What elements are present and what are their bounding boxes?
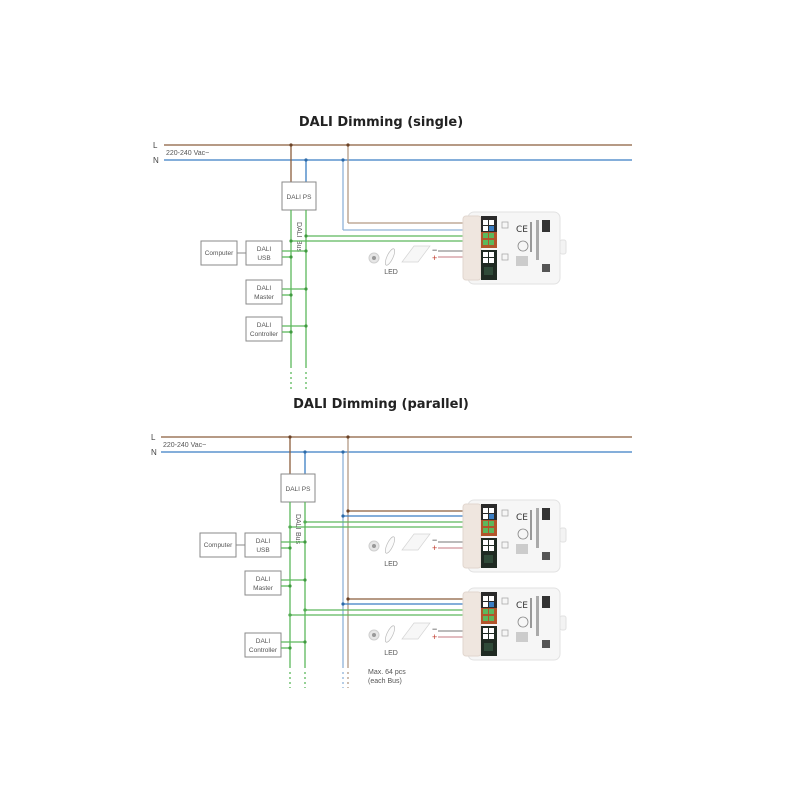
max-note-line-1: Max. 64 pcs: [368, 669, 406, 676]
dali-master-label-2: Master: [254, 294, 275, 301]
neutral-label: N: [151, 448, 157, 457]
live-label: L: [153, 141, 158, 150]
diagram-parallel: DALI Dimming (parallel) L N 220-240 Vac~…: [151, 397, 632, 688]
dali-usb-box: [245, 240, 283, 266]
dali-master-box: [245, 279, 283, 305]
minus-sign: −: [432, 535, 437, 545]
dali-usb-label-1: DALI: [257, 246, 272, 253]
led-icons: [368, 245, 431, 267]
voltage-label: 220-240 Vac~: [163, 442, 206, 449]
diagram-title: DALI Dimming (single): [299, 115, 463, 130]
plus-sign: +: [432, 632, 437, 642]
diagram-single: DALI Dimming (single) L N 220-240 Vac~ D…: [153, 115, 632, 390]
computer-box: [200, 240, 238, 266]
dali-master-box: [244, 570, 282, 596]
bus-label-dali: DALI: [294, 514, 301, 530]
led-icons-2: [368, 622, 431, 644]
dali-master-label-2: Master: [253, 585, 274, 592]
voltage-label: 220-240 Vac~: [166, 150, 209, 157]
dali-controller-label-1: DALI: [256, 638, 271, 645]
plus-sign: +: [432, 253, 437, 263]
bus-label-dali: DALI: [295, 222, 302, 238]
dali-controller-label-2: Controller: [250, 331, 279, 338]
dali-ps-box: [281, 181, 317, 211]
dali-usb-box: [244, 532, 282, 558]
bus-label-bus: Bus: [294, 532, 301, 545]
dali-ps-box: [280, 473, 316, 503]
dali-usb-label-1: DALI: [256, 538, 271, 545]
led-driver-device-2: [462, 587, 567, 661]
dali-ps-label: DALI PS: [287, 194, 313, 201]
dali-usb-label-2: USB: [257, 255, 270, 262]
led-driver-device-1: [462, 499, 567, 573]
dali-controller-box: [244, 632, 282, 658]
dali-usb-label-2: USB: [256, 547, 269, 554]
live-label: L: [151, 433, 156, 442]
max-note-line-2: (each Bus): [368, 678, 402, 685]
neutral-label: N: [153, 156, 159, 165]
dali-controller-label-2: Controller: [249, 647, 278, 654]
dali-controller-label-1: DALI: [257, 322, 272, 329]
minus-sign: −: [432, 245, 437, 255]
led-label: LED: [384, 269, 398, 276]
led-driver-device: [462, 211, 567, 285]
computer-label: Computer: [204, 542, 233, 549]
computer-label: Computer: [205, 250, 234, 257]
dali-controller-box: [245, 316, 283, 342]
minus-sign: −: [432, 624, 437, 634]
bus-label-bus: Bus: [295, 240, 302, 253]
led-icons-1: [368, 533, 431, 555]
diagram-title: DALI Dimming (parallel): [293, 397, 469, 412]
dali-master-label-1: DALI: [257, 285, 272, 292]
plus-sign: +: [432, 543, 437, 553]
led-label-2: LED: [384, 650, 398, 657]
led-label-1: LED: [384, 561, 398, 568]
dali-master-label-1: DALI: [256, 576, 271, 583]
dali-ps-label: DALI PS: [286, 486, 312, 493]
